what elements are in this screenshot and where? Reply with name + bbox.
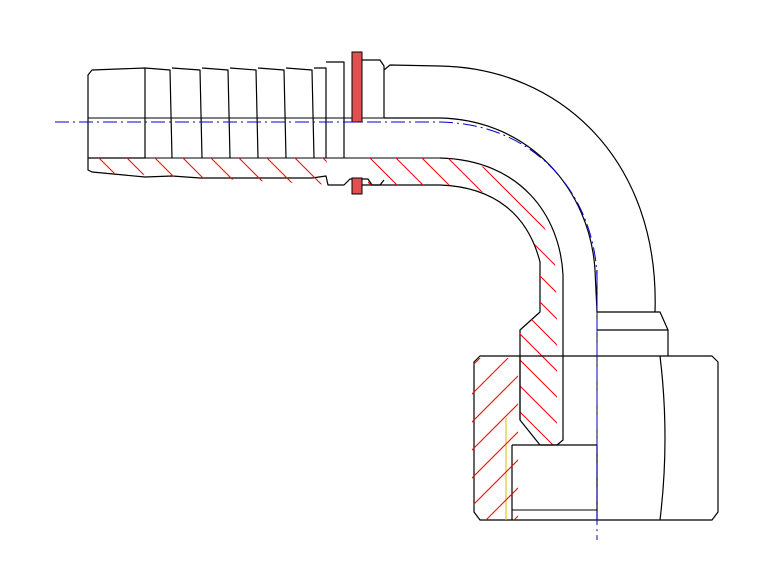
hatch-line [50,150,360,460]
washer-ring [351,51,385,195]
hatch-line [368,158,557,445]
hatch-line [596,150,771,460]
hatch-line [280,350,460,530]
hatch-line [146,158,193,185]
hatch-line [413,158,557,445]
hex-nut [280,350,719,530]
tail-hatch [35,150,388,195]
hatch-line [368,158,387,445]
hatch-line [174,158,221,185]
hatch-line [439,158,557,445]
nut-hatch [280,350,712,530]
hatch-line [368,158,465,445]
elbow-hatch [50,150,771,460]
hatch-line [368,158,543,445]
hatch-line [286,158,333,185]
hatch-line [472,358,517,520]
hatch-line [258,158,305,185]
hatch-line [472,358,518,520]
hatch-line [202,158,249,185]
hatch-line [465,158,557,445]
hatch-line [368,158,413,445]
hatch-line [503,358,518,520]
hatch-line [35,150,80,195]
hatch-line [387,158,557,445]
hatch-line [230,158,277,185]
hatch-line [90,158,137,185]
hatch-line [472,358,489,520]
hatch-line [118,158,165,185]
hose-tail [35,61,440,195]
hatch-line [475,358,518,520]
hatch-line [368,158,491,445]
hatch-line [368,158,439,445]
hatch-line [532,350,712,530]
hatch-line [517,158,557,445]
hatch-line [472,358,518,520]
elbow-body [50,64,771,460]
hatch-line [543,158,557,445]
hatch-line [472,358,518,520]
centerline [55,121,598,540]
hatch-line [472,358,518,520]
hatch-line [343,150,388,195]
hatch-line [570,150,771,460]
hatch-line [491,158,557,445]
hatch-line [368,158,557,445]
hatch-line [368,158,517,445]
hatch-line [368,158,557,445]
